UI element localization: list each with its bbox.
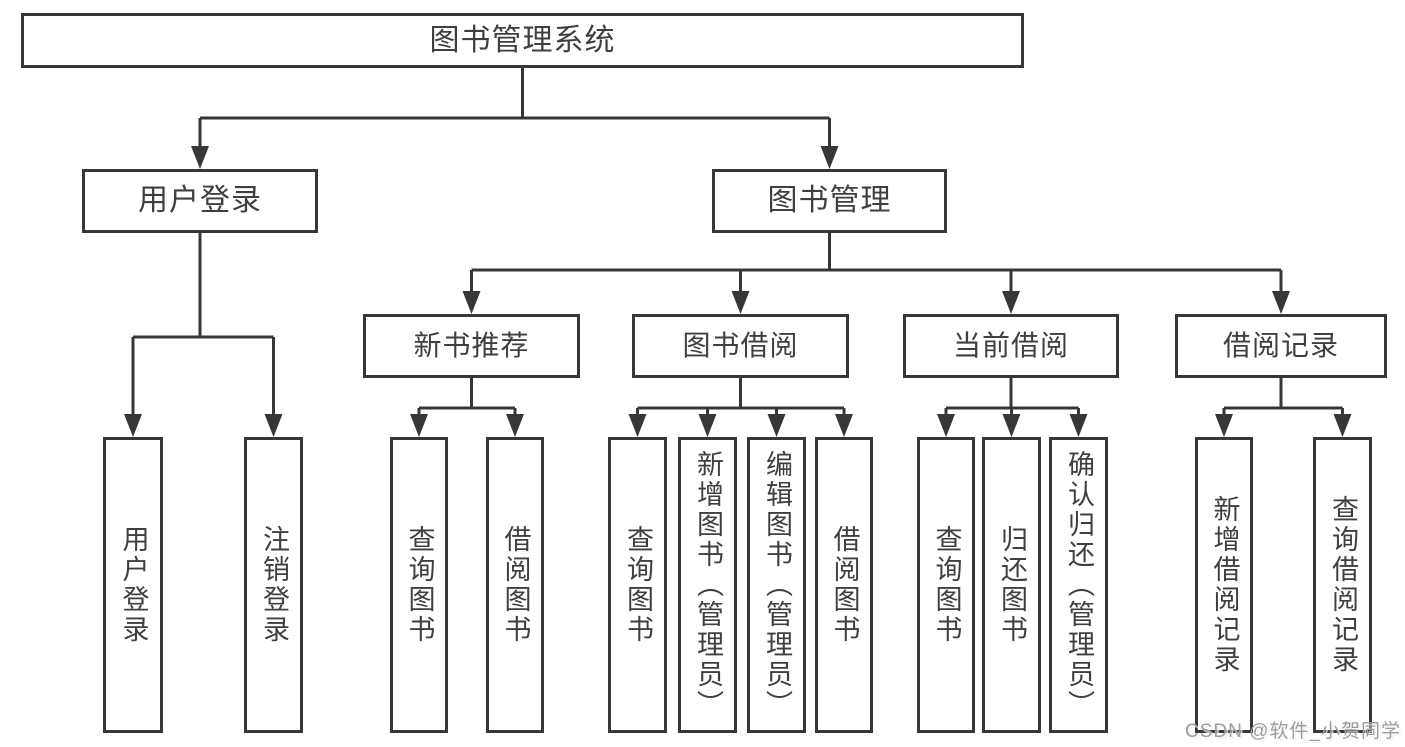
box-borrow-records: 借阅记录 <box>1175 314 1387 378</box>
csdn-watermark: CSDN @软件_小贺同学 <box>1185 721 1401 742</box>
leaf-cb-confirm-return-admin: 确认归还（管理员） <box>1049 437 1108 733</box>
leaf-bb-add-books-admin: 新增图书（管理员） <box>678 437 737 733</box>
box-book-management: 图书管理 <box>712 169 947 233</box>
box-current-borrow: 当前借阅 <box>903 314 1119 378</box>
leaf-cb-query-books: 查询图书 <box>917 437 975 733</box>
leaf-cb-return-books: 归还图书 <box>982 437 1041 733</box>
leaf-bb-borrow-books: 借阅图书 <box>815 437 873 733</box>
leaf-nb-query-books: 查询图书 <box>390 437 448 733</box>
box-new-book-recommend: 新书推荐 <box>363 314 580 378</box>
leaf-nb-borrow-books: 借阅图书 <box>486 437 544 733</box>
box-user-login: 用户登录 <box>82 169 318 233</box>
leaf-br-query-record: 查询借阅记录 <box>1313 437 1372 733</box>
leaf-bb-query-books: 查询图书 <box>608 437 667 733</box>
leaf-br-add-record: 新增借阅记录 <box>1195 437 1253 733</box>
box-book-borrow: 图书借阅 <box>632 314 849 378</box>
leaf-user-login: 用户登录 <box>103 437 163 733</box>
box-system-root: 图书管理系统 <box>21 13 1024 68</box>
leaf-logout: 注销登录 <box>244 437 303 733</box>
leaf-bb-edit-books-admin: 编辑图书（管理员） <box>747 437 806 733</box>
